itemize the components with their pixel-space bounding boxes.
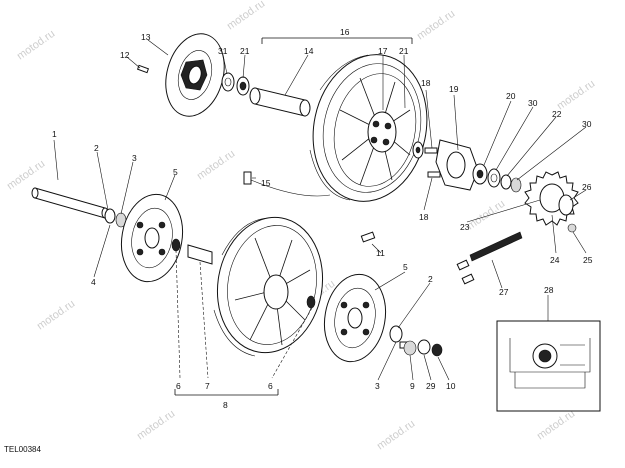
watermark: motod.ru (555, 78, 597, 113)
callout-4: 4 (91, 277, 96, 287)
callout-12: 12 (120, 50, 130, 60)
callout-11: 11 (376, 248, 385, 258)
washer-29 (417, 339, 431, 355)
callout-13: 13 (141, 32, 151, 42)
front-spacer-2a (104, 208, 116, 224)
callout-labels: 12 13 31 21 14 16 17 21 15 18 19 20 30 2… (52, 27, 593, 410)
callout-16: 16 (340, 27, 350, 37)
callout-24: 24 (550, 255, 560, 265)
callout-5: 5 (403, 262, 408, 272)
callout-22: 22 (552, 109, 562, 119)
rear-sprocket-24 (524, 171, 579, 226)
spacer-20 (487, 168, 501, 188)
callout-1: 1 (52, 129, 57, 139)
callout-28: 28 (544, 285, 554, 295)
rear-bearing-21b (412, 141, 424, 159)
callout-18: 18 (421, 78, 431, 88)
front-wheel (213, 216, 324, 357)
watermark: motod.ru (415, 8, 457, 43)
front-axle-1 (31, 187, 109, 219)
watermark: motod.ru (15, 28, 57, 63)
callout-20: 20 (506, 91, 516, 101)
watermark: motod.ru (535, 408, 577, 443)
callout-30: 30 (582, 119, 592, 129)
callout-19: 19 (449, 84, 459, 94)
callout-2: 2 (428, 274, 433, 284)
callout-25: 25 (583, 255, 593, 265)
rear-brake-disc (165, 33, 225, 117)
chain-27 (456, 231, 523, 285)
leader-lines (53, 39, 587, 381)
callout-5: 5 (173, 167, 178, 177)
drawing-code: TEL00384 (4, 445, 41, 454)
watermark: motod.ru (35, 298, 77, 333)
ring-30a (500, 174, 512, 190)
callout-29: 29 (426, 381, 436, 391)
watermark: motod.ru (195, 148, 237, 183)
bolt-12 (136, 64, 150, 74)
callout-3: 3 (375, 381, 380, 391)
watermark: motod.ru (465, 198, 507, 233)
watermark: motod.ru (225, 0, 267, 32)
callout-6: 6 (268, 381, 273, 391)
front-spacer-7 (187, 244, 213, 265)
watermark: motod.ru (135, 408, 177, 443)
callout-23: 23 (460, 222, 470, 232)
callout-6: 6 (176, 381, 181, 391)
callout-21: 21 (399, 46, 409, 56)
rear-spacer-31 (221, 72, 235, 92)
callout-21: 21 (240, 46, 250, 56)
front-spacer-2b (389, 325, 403, 343)
callout-17: 17 (378, 46, 388, 56)
rear-spacer-tube-14 (249, 87, 311, 117)
watermark: motod.ru (5, 158, 47, 193)
rear-wheel (309, 54, 428, 202)
front-nut-9 (403, 340, 417, 356)
callout-8: 8 (223, 400, 228, 410)
rear-bearing-21a (236, 76, 250, 96)
bearing-19 (472, 163, 488, 185)
valve-11 (360, 231, 376, 243)
callout-10: 10 (446, 381, 456, 391)
callout-14: 14 (304, 46, 314, 56)
callout-18: 18 (419, 212, 429, 222)
callout-30: 30 (528, 98, 538, 108)
callout-31: 31 (218, 46, 228, 56)
watermark: motod.ru (375, 418, 417, 453)
valve-15 (243, 171, 331, 197)
cap-10 (431, 343, 443, 357)
front-brake-disc-left (120, 193, 184, 283)
sprocket-carrier (424, 139, 479, 191)
nut-25 (567, 223, 577, 233)
callout-3: 3 (132, 153, 137, 163)
callout-7: 7 (205, 381, 210, 391)
callout-27: 27 (499, 287, 509, 297)
callout-9: 9 (410, 381, 415, 391)
nut-22 (510, 177, 522, 193)
detail-box-28 (496, 320, 601, 412)
callout-26: 26 (582, 182, 592, 192)
callout-2: 2 (94, 143, 99, 153)
front-brake-disc-right (323, 273, 387, 363)
callout-15: 15 (261, 178, 271, 188)
